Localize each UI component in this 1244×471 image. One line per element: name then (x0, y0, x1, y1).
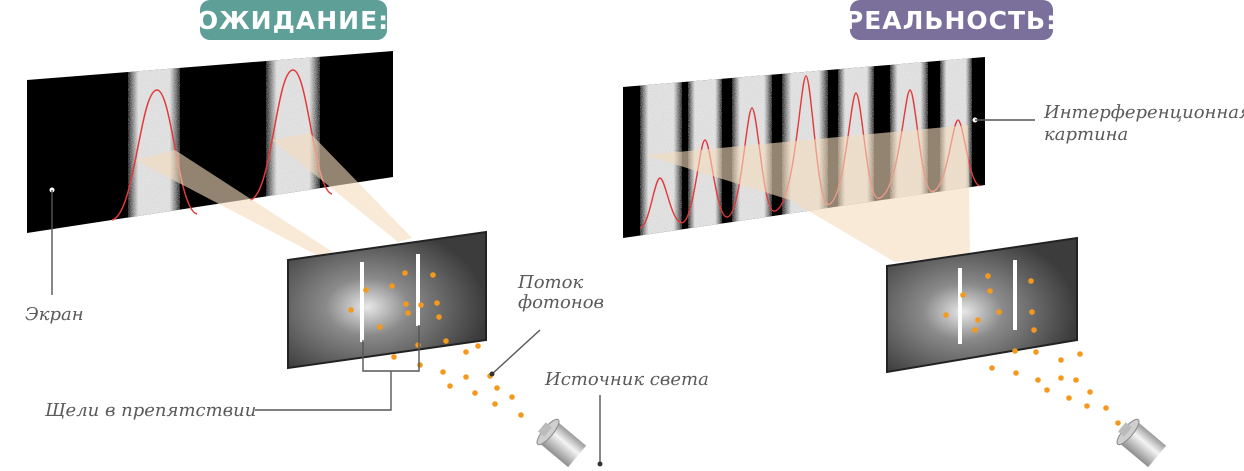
photon-dot-icon (1028, 278, 1034, 284)
photon-dot-icon (363, 287, 369, 293)
photon-dot-icon (443, 338, 449, 344)
photon-dot-icon (972, 327, 978, 333)
photon-dot-icon (348, 307, 354, 313)
photon-dot-icon (1115, 420, 1121, 426)
photon-dot-icon (1035, 377, 1041, 383)
photon-dot-icon (985, 273, 991, 279)
expectation-badge: ОЖИДАНИЕ: (197, 0, 389, 40)
slits-leader-line (255, 371, 392, 411)
photon-stream-label-line1: Поток (517, 272, 583, 293)
photon-dot-icon (960, 292, 966, 298)
reality-title: РЕАЛЬНОСТЬ: (845, 6, 1057, 35)
photon-dot-icon (1066, 395, 1072, 401)
flashlight-icon (536, 418, 587, 468)
photon-dot-icon (509, 394, 515, 400)
reality-badge: РЕАЛЬНОСТЬ: (845, 0, 1057, 40)
photon-dot-icon (430, 272, 436, 278)
photon-dot-icon (418, 302, 424, 308)
light-beam (272, 133, 412, 242)
photon-dot-icon (1103, 405, 1109, 411)
photon-dot-icon (1087, 389, 1093, 395)
photon-dot-icon (463, 349, 469, 355)
light-source-label: Источник света (544, 369, 709, 390)
photon-dots-right (943, 273, 1121, 426)
photon-dot-icon (987, 288, 993, 294)
expectation-title: ОЖИДАНИЕ: (197, 6, 389, 35)
flashlight-icon (1116, 418, 1167, 468)
photon-dot-icon (1058, 375, 1064, 381)
photon-dot-icon (943, 312, 949, 318)
slit (1013, 260, 1017, 330)
photon-dot-icon (1033, 349, 1039, 355)
photon-dot-icon (415, 342, 421, 348)
photon-dot-icon (440, 369, 446, 375)
photon-dot-icon (1029, 309, 1035, 315)
photon-dot-icon (472, 390, 478, 396)
photon-stream-leader-line (491, 329, 541, 375)
slit-plate-right (886, 236, 1078, 374)
photon-dot-icon (1084, 403, 1090, 409)
photon-dot-icon (518, 412, 524, 418)
slits-label: Щели в препятствии (44, 400, 256, 421)
interference-label-line2: картина (1044, 124, 1128, 145)
photon-dot-icon (405, 310, 411, 316)
photon-dot-icon (402, 270, 408, 276)
photon-dot-icon (1077, 351, 1083, 357)
photon-dot-icon (1012, 348, 1018, 354)
leader-dot (597, 461, 603, 467)
photon-dot-icon (391, 354, 397, 360)
slit (416, 254, 420, 326)
photon-stream-label-line2: фотонов (518, 292, 604, 313)
photon-dot-icon (492, 401, 498, 407)
photon-dot-icon (975, 317, 981, 323)
photon-dot-icon (389, 283, 395, 289)
light-beam (645, 125, 970, 262)
photon-dot-icon (996, 309, 1002, 315)
photon-dot-icon (447, 383, 453, 389)
photon-dot-icon (417, 362, 423, 368)
light-beam (135, 150, 345, 262)
photon-dot-icon (475, 343, 481, 349)
expectation-screen (27, 51, 393, 233)
photon-dot-icon (1031, 327, 1037, 333)
photon-dot-icon (989, 365, 995, 371)
interference-label-line1: Интерференционная (1043, 102, 1244, 123)
photon-dot-icon (377, 324, 383, 330)
photon-dot-icon (494, 385, 500, 391)
slit (360, 262, 364, 342)
photon-dot-icon (403, 301, 409, 307)
slit-plate-left (287, 230, 487, 370)
slit (958, 268, 962, 344)
photon-dot-icon (436, 314, 442, 320)
photon-dot-icon (1013, 370, 1019, 376)
screen-label: Экран (25, 304, 84, 325)
photon-dot-icon (463, 374, 469, 380)
leader-dot (489, 371, 495, 377)
photon-dot-icon (434, 300, 440, 306)
photon-dot-icon (1073, 377, 1079, 383)
photon-dot-icon (1058, 357, 1064, 363)
photon-dot-icon (1044, 387, 1050, 393)
